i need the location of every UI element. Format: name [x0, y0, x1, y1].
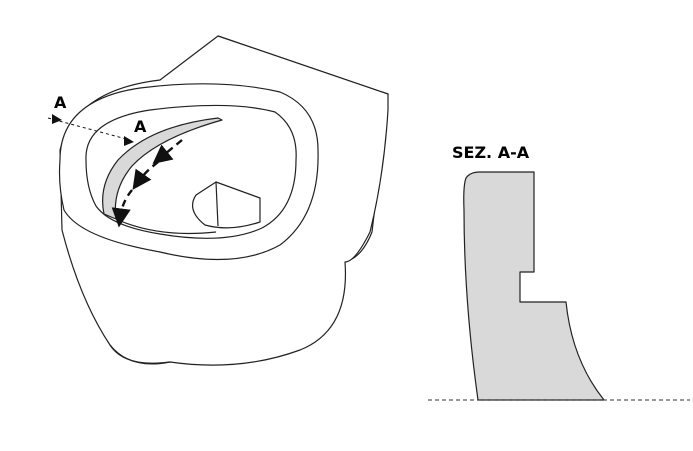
- toilet-bowl-drawing: [58, 35, 389, 366]
- flow-arrow-2: [132, 161, 159, 190]
- toilet-outlet: [191, 181, 261, 229]
- section-label-end: A: [134, 117, 147, 136]
- flow-arrows: [111, 139, 183, 228]
- section-title: SEZ. A-A: [452, 143, 530, 162]
- section-marker-start: [52, 114, 62, 124]
- toilet-base-curve: [109, 344, 171, 365]
- section-marker-end: [124, 136, 134, 146]
- section-line: [47, 114, 134, 146]
- flow-arrow-1: [152, 139, 183, 164]
- flow-arrow-3: [111, 189, 133, 228]
- section-label-start: A: [54, 93, 67, 112]
- section-profile: [463, 171, 605, 401]
- toilet-outlet-inner: [215, 181, 219, 227]
